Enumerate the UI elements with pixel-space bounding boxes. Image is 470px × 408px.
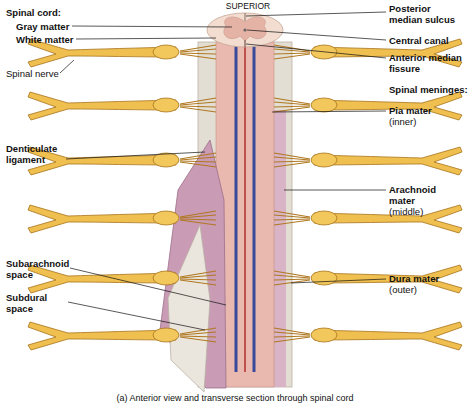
structure-label: Subdural space — [6, 292, 68, 314]
structure-label: White matter — [16, 34, 96, 45]
structure-label: Central canal — [389, 35, 465, 46]
structure-label: Denticulate ligament — [6, 143, 68, 165]
central-canal — [243, 28, 246, 31]
vein — [235, 45, 238, 372]
structure-label: Dura mater — [389, 273, 465, 284]
group-heading: Spinal meninges: — [389, 84, 469, 95]
structure-label: Spinal nerve — [6, 68, 76, 79]
structure-label: Posterior median sulcus — [389, 3, 465, 25]
dura-flap — [168, 225, 210, 392]
leader-lines — [60, 12, 386, 330]
artery — [244, 45, 246, 372]
group-heading: Spinal cord: — [6, 7, 96, 18]
structure-label: Pia mater — [389, 105, 465, 116]
figure-caption: (a) Anterior view and transverse section… — [0, 393, 470, 404]
structure-label: Gray matter — [16, 21, 96, 32]
orientation-label: SUPERIOR — [218, 1, 278, 12]
structure-label: Anterior median fissure — [389, 52, 465, 74]
structure-label: Arachnoid mater — [389, 184, 449, 206]
layer-note: (outer) — [389, 284, 465, 295]
cross-section — [207, 13, 283, 47]
anterior-fissure — [244, 40, 245, 47]
posterior-sulcus — [245, 13, 246, 21]
vein — [253, 45, 256, 372]
layer-note: (inner) — [389, 116, 465, 127]
structure-label: Subarachnoid space — [6, 258, 72, 280]
layer-note: (middle) — [389, 206, 465, 217]
